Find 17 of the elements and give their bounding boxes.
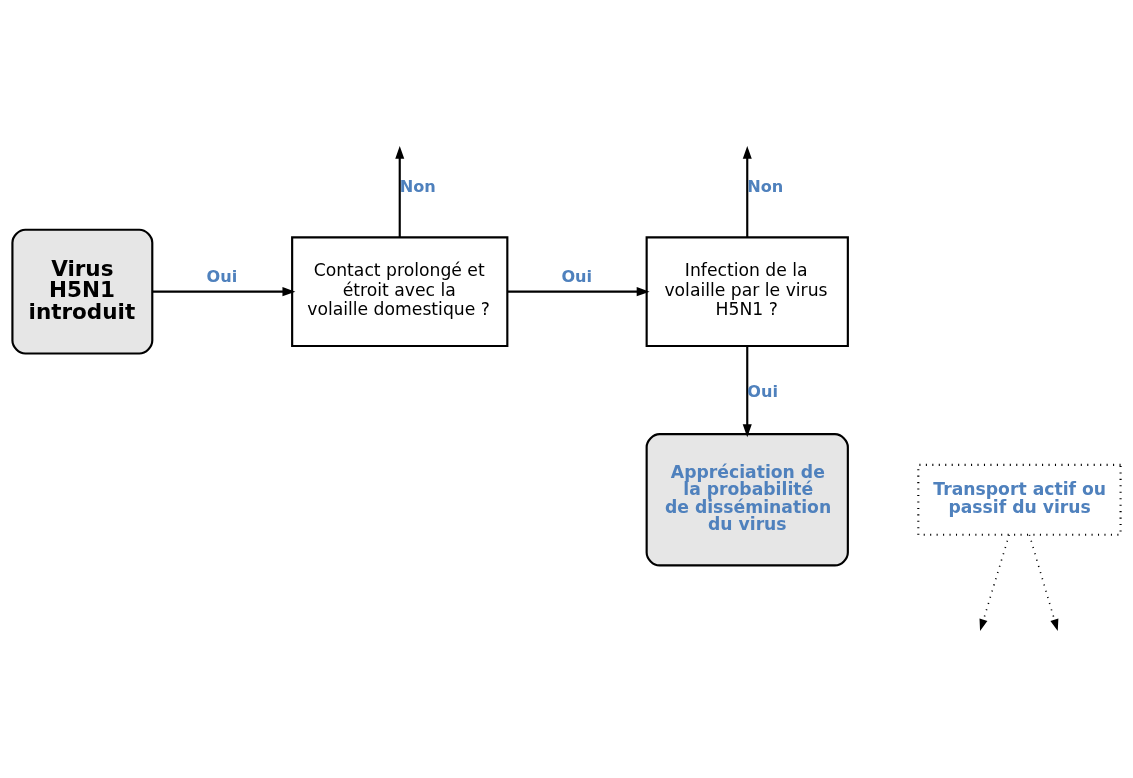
arrow	[395, 145, 405, 238]
node-box: Appréciation de la probabilité de dissémination du virus	[645, 433, 849, 567]
arrow	[1028, 534, 1059, 632]
node-box: Infection de la volaille par le virus H5N1 ?	[645, 236, 849, 348]
arrow	[507, 287, 650, 297]
arrow	[742, 145, 752, 238]
arrow	[152, 287, 296, 297]
node-box: Contact prolongé et étroit avec la volaille domestique ?	[291, 236, 509, 348]
arrow	[742, 346, 752, 438]
edge-label: Oui	[747, 381, 778, 401]
edge-label: Oui	[206, 266, 238, 286]
edge-label: Non	[399, 177, 436, 197]
edge-label: Non	[747, 177, 784, 197]
edge-label: Oui	[561, 266, 593, 286]
node-box: Virus H5N1 introduit	[11, 228, 154, 355]
node-box: Transport actif ou passif du virus	[917, 463, 1122, 536]
arrow	[979, 534, 1010, 632]
